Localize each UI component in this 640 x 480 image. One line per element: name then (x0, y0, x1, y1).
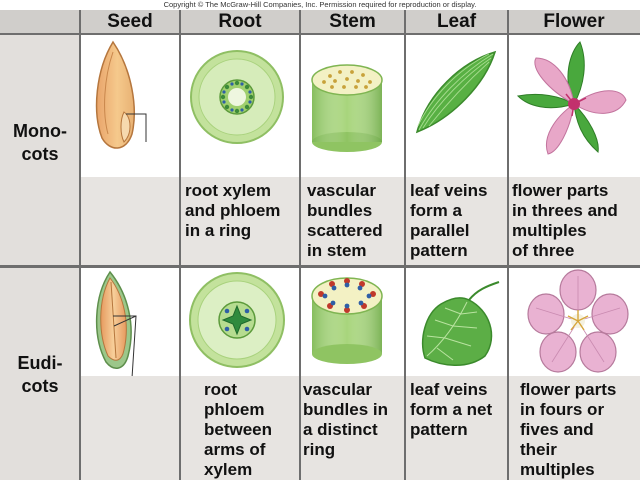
header-corner (0, 10, 80, 34)
text-line: of three (512, 241, 575, 260)
row-label-line: Mono- (13, 121, 67, 141)
header-seed: Seed (80, 10, 180, 34)
eudicot-stem-text: vascular bundles in a distinct ring (300, 376, 405, 480)
monocot-seed-cell (80, 34, 180, 177)
header-root: Root (180, 10, 300, 34)
text-line: in threes and (512, 201, 618, 220)
text-line: and phloem (185, 201, 281, 220)
eudicot-root-text: root phloem between arms of xylem (180, 376, 300, 480)
monocot-flower-text: flower parts in threes and multiples of … (508, 177, 640, 266)
text-line: leaf veins (410, 380, 488, 399)
monocot-seed-icon (95, 40, 147, 149)
eudicot-seed-cell (80, 266, 180, 376)
row-label-monocots: Mono- cots (0, 34, 80, 266)
text-line: their (520, 440, 557, 459)
three-petal-flower-icon (516, 41, 627, 155)
row-label-eudicots: Eudi- cots (0, 266, 80, 480)
eudicot-root-cross-section-icon (189, 272, 285, 368)
eudicot-stem-cell (300, 266, 405, 376)
eudicot-root-cell (180, 266, 300, 376)
monocot-flower-cell (508, 34, 640, 177)
parallel-vein-leaf-icon (415, 50, 497, 134)
header-flower: Flower (508, 10, 640, 34)
grid-line (179, 10, 181, 480)
text-line: root (204, 380, 238, 399)
text-line: multiples (512, 221, 587, 240)
text-line: form a (410, 201, 462, 220)
text-line: phloem (204, 400, 265, 419)
row-label-line: Eudi- (17, 353, 63, 373)
grid-line (0, 33, 640, 35)
grid-line (79, 10, 81, 480)
text-line: flower parts (512, 181, 609, 200)
text-line: vascular (303, 380, 372, 399)
eudicot-leaf-text: leaf veins form a net pattern (405, 376, 508, 480)
header-stem: Stem (300, 10, 405, 34)
text-line: xylem (204, 460, 253, 479)
text-line: scattered (307, 221, 383, 240)
text-line: in stem (307, 241, 367, 260)
text-line: in a ring (185, 221, 252, 240)
row-label-line: cots (21, 376, 59, 396)
grid-line (0, 265, 640, 268)
text-line: parallel (410, 221, 470, 240)
eudicot-flower-text: flower parts in fours or fives and their… (508, 376, 640, 480)
grid-line (404, 10, 406, 480)
grid-line (507, 10, 509, 480)
text-line: ring (303, 440, 336, 459)
eudicot-seed-icon (96, 270, 137, 376)
copyright-notice: Copyright © The McGraw-Hill Companies, I… (163, 0, 477, 9)
monocot-leaf-text: leaf veins form a parallel pattern (405, 177, 508, 266)
row-label-line: cots (21, 144, 59, 164)
monocot-leaf-cell (405, 34, 508, 177)
text-line: arms of (204, 440, 266, 459)
text-line: between (204, 420, 273, 439)
monocot-root-text: root xylem and phloem in a ring (180, 177, 300, 266)
eudicot-leaf-cell (405, 266, 508, 376)
text-line: pattern (410, 241, 468, 260)
eudicot-flower-cell (508, 266, 640, 376)
monocot-root-cross-section-icon (190, 50, 284, 144)
monocot-stem-text: vascular bundles scattered in stem (300, 177, 405, 266)
text-line: root xylem (185, 181, 271, 200)
text-line: bundles in (303, 400, 388, 419)
net-vein-leaf-icon (422, 281, 500, 366)
grid-line (299, 10, 301, 480)
text-line: flower parts (520, 380, 617, 399)
text-line: fives and (520, 420, 594, 439)
text-line: pattern (410, 420, 468, 439)
text-line: vascular (307, 181, 376, 200)
text-line: bundles (307, 201, 373, 220)
five-petal-flower-icon (527, 269, 629, 373)
monocot-seed-text-cell (80, 177, 180, 266)
monocot-root-cell (180, 34, 300, 177)
text-line: leaf veins (410, 181, 488, 200)
text-line: form a net (410, 400, 493, 419)
header-leaf: Leaf (405, 10, 508, 34)
eudicot-stem-cross-section-icon (311, 277, 383, 364)
monocot-stem-cross-section-icon (311, 64, 383, 152)
comparison-table: Seed Root Stem Leaf Flower Mono- cots Eu… (0, 10, 640, 480)
monocot-stem-cell (300, 34, 405, 177)
text-line: a distinct (303, 420, 378, 439)
text-line: in fours or (520, 400, 605, 419)
eudicot-seed-text-cell (80, 376, 180, 480)
text-line: multiples (520, 460, 595, 479)
